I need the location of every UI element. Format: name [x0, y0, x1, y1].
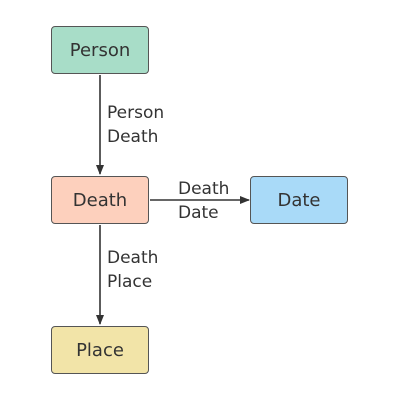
node-date-label: Date [277, 189, 321, 211]
node-place[interactable]: Place [51, 326, 149, 374]
edge-label-death-date-line1: Death [178, 179, 230, 199]
node-death[interactable]: Death [51, 176, 149, 224]
edge-label-death-place-line2: Place [107, 272, 153, 292]
node-death-label: Death [72, 189, 128, 211]
edge-label-death-place-line1: Death [107, 248, 159, 268]
edge-label-death-date: Death Date [178, 177, 229, 225]
node-person[interactable]: Person [51, 26, 149, 74]
node-place-label: Place [76, 339, 124, 361]
node-person-label: Person [69, 39, 131, 61]
edge-label-person-death-line1: Person [107, 103, 165, 123]
node-date[interactable]: Date [250, 176, 348, 224]
edge-label-person-death: Person Death [107, 101, 164, 149]
edge-label-death-place: Death Place [107, 246, 158, 294]
edge-label-death-date-line2: Date [178, 203, 219, 223]
edge-label-person-death-line2: Death [107, 127, 159, 147]
